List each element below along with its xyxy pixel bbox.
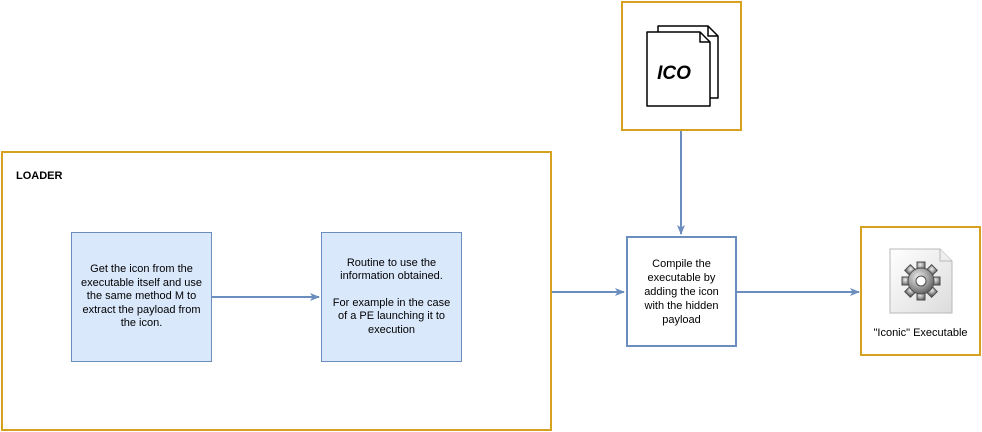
step-extract-payload: Get the icon from the executable itself … (71, 232, 212, 362)
compile-node: Compile the executable by adding the ico… (626, 236, 737, 347)
loader-title: LOADER (16, 170, 63, 182)
ico-label: ICO (657, 63, 691, 84)
step-use-information: Routine to use the information obtained.… (321, 232, 462, 362)
executable-gear-icon (889, 248, 953, 314)
step-use-information-example: For example in the case of a PE launchin… (332, 296, 451, 336)
step-use-information-text: Routine to use the information obtained. (340, 256, 443, 283)
stacked-documents-icon: ICO (646, 25, 719, 107)
loader-container (1, 151, 552, 431)
compile-node-text: Compile the executable by adding the ico… (644, 257, 719, 326)
step-extract-payload-text: Get the icon from the executable itself … (80, 263, 203, 330)
output-label: "Iconic" Executable (873, 327, 968, 339)
